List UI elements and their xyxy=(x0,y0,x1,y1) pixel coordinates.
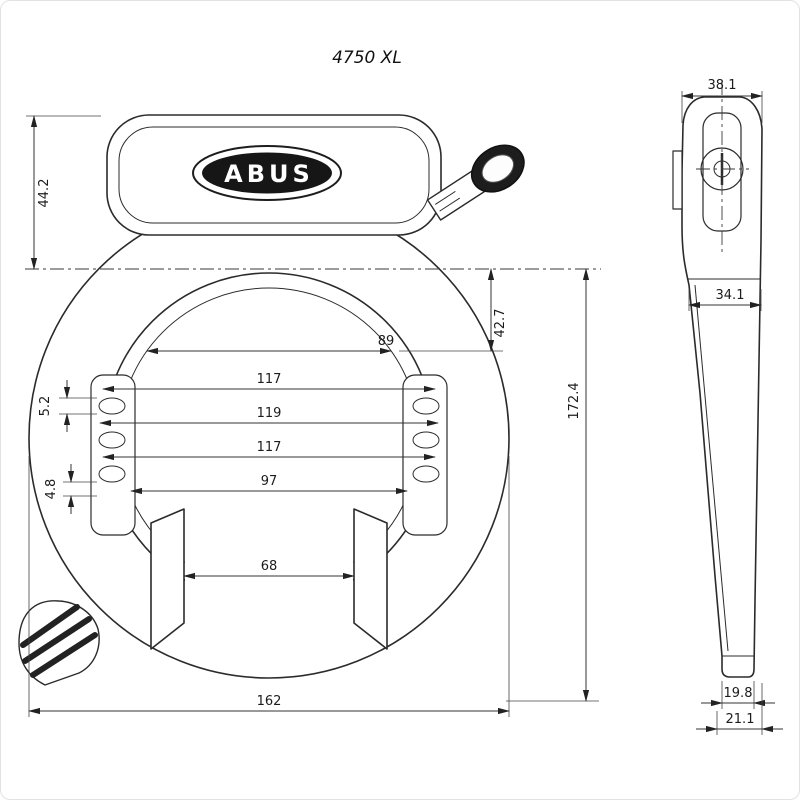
abus-logo: ABUS xyxy=(192,145,342,201)
dim-97: 97 xyxy=(130,474,408,495)
dim-42-7: 42.7 xyxy=(399,268,508,352)
dim-119: 119 xyxy=(99,406,439,427)
dim-38-1: 38.1 xyxy=(681,78,763,123)
dim-97-label: 97 xyxy=(261,474,278,489)
dim-4-8-label: 4.8 xyxy=(44,479,59,500)
left-leg xyxy=(150,508,185,650)
side-clip xyxy=(672,150,683,210)
side-profile xyxy=(681,96,763,678)
key xyxy=(426,144,525,221)
drawing-title: 4750 XL xyxy=(332,48,402,68)
dim-19-8-label: 19.8 xyxy=(724,686,753,701)
dim-19-8: 19.8 xyxy=(701,681,775,709)
dim-38-1-label: 38.1 xyxy=(708,78,737,93)
side-inner-wall xyxy=(694,284,729,652)
dim-117-lower-label: 117 xyxy=(257,440,282,455)
abus-logo-text: ABUS xyxy=(224,160,314,188)
dim-34-1-label: 34.1 xyxy=(716,288,745,303)
dim-34-1: 34.1 xyxy=(688,288,762,311)
front-view: ABUS xyxy=(18,114,525,686)
dim-68-label: 68 xyxy=(261,559,278,574)
dim-44-2: 44.2 xyxy=(26,115,101,270)
dim-172-4-label: 172.4 xyxy=(567,382,582,419)
dimensions: 44.2 172.4 42.7 89 117 119 xyxy=(26,78,783,735)
bottom-opening xyxy=(185,541,353,653)
dim-21-1: 21.1 xyxy=(696,683,783,735)
dim-89: 89 xyxy=(146,334,395,355)
dim-162-label: 162 xyxy=(257,694,282,709)
key-head-insert xyxy=(481,154,515,183)
dim-5-2-label: 5.2 xyxy=(38,396,53,417)
dim-21-1-label: 21.1 xyxy=(726,712,755,727)
dim-117-upper-label: 117 xyxy=(257,372,282,387)
dim-89-label: 89 xyxy=(378,334,395,349)
dim-119-label: 119 xyxy=(257,406,282,421)
dim-44-2-label: 44.2 xyxy=(37,179,52,208)
dim-162: 162 xyxy=(28,456,510,717)
dim-4-8: 4.8 xyxy=(44,464,97,514)
centerlines xyxy=(25,81,749,270)
dim-117-upper: 117 xyxy=(102,372,436,393)
dim-42-7-label: 42.7 xyxy=(493,309,508,338)
release-lever xyxy=(18,600,100,686)
side-view xyxy=(672,96,763,678)
dim-68: 68 xyxy=(183,559,355,580)
dim-5-2: 5.2 xyxy=(38,380,97,432)
right-slot-panel xyxy=(402,374,448,536)
right-leg xyxy=(353,508,388,650)
left-slot-panel xyxy=(90,374,136,536)
dim-172-4: 172.4 xyxy=(506,268,599,702)
dim-117-lower: 117 xyxy=(102,440,436,461)
